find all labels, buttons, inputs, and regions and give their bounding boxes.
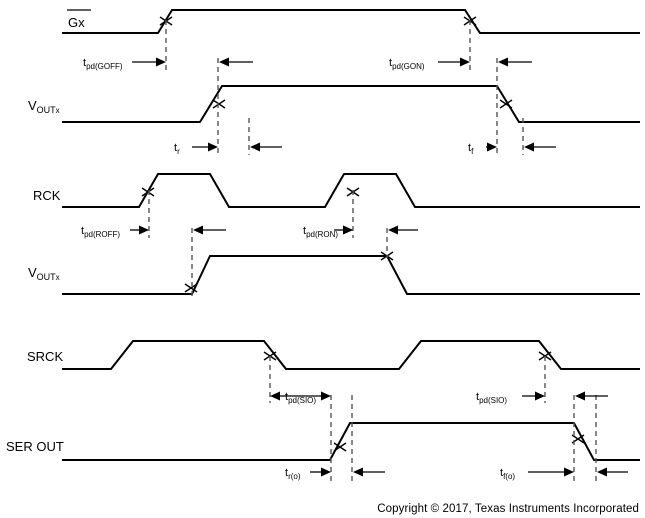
- timing-label-tf-o: tf(o): [500, 467, 515, 481]
- threshold-tick-voutx1-rise-b: [212, 99, 226, 109]
- timing-label-tr-1: tr: [174, 142, 180, 156]
- timing-label-tpd-ron: tpd(RON): [303, 225, 338, 239]
- signal-label-rck: RCK: [33, 188, 61, 203]
- signal-label-voutx-gated-base: V: [28, 98, 37, 113]
- timing-label-tpd-goff: tpd(GOFF): [83, 57, 123, 71]
- measure-tr-1-right: [250, 142, 282, 152]
- signal-label-rck-text: RCK: [33, 188, 61, 203]
- waveform-voutx-gated: [62, 58, 640, 155]
- waveform-ser-out: [62, 395, 640, 484]
- measure-tpd-sio-1: [270, 391, 331, 401]
- timing-label-tpd-gon-sub: pd(GON): [392, 62, 425, 71]
- signal-label-srck-text: SRCK: [27, 349, 63, 364]
- measure-tf-1-right: [524, 142, 556, 152]
- measure-tr-o: [310, 467, 331, 477]
- timing-label-tpd-sio-1: tpd(SIO): [285, 391, 316, 405]
- signal-label-ser-out-text: SER OUT: [6, 439, 64, 454]
- measure-tpd-ron-right: [388, 225, 418, 235]
- measure-tr-1: [192, 142, 218, 152]
- copyright-notice: Copyright © 2017, Texas Instruments Inco…: [377, 503, 639, 515]
- signal-label-srck: SRCK: [27, 349, 63, 364]
- timing-label-tpd-roff: tpd(ROFF): [81, 225, 120, 239]
- signal-label-voutx-gated: VOUTx: [28, 98, 60, 115]
- measure-tpd-ron-left: [334, 225, 353, 235]
- timing-label-tr-o-base: t: [285, 467, 288, 479]
- svg-text:Gx: Gx: [68, 15, 85, 30]
- timing-label-tf-1-sub: f: [471, 147, 474, 156]
- measure-tpd-roff: [130, 225, 149, 235]
- timing-label-tpd-ron-sub: pd(RON): [306, 230, 338, 239]
- timing-label-tf-o-base: t: [500, 467, 503, 479]
- measure-tr-o-right: [353, 467, 385, 477]
- timing-label-tpd-roff-sub: pd(ROFF): [84, 230, 120, 239]
- signal-label-gx: Gx: [67, 9, 91, 30]
- timing-label-tr-o: tr(o): [285, 467, 301, 481]
- timing-label-tr-1-sub: r: [177, 147, 180, 156]
- waveform-voutx-register: [62, 228, 640, 296]
- measure-voutx1-rise-marker: [219, 57, 253, 67]
- measure-tpd-gon: [438, 57, 470, 67]
- measure-tpd-roff-right: [193, 225, 226, 235]
- signal-label-voutx-register: VOUTx: [28, 265, 60, 282]
- measure-tpd-goff: [132, 57, 166, 67]
- timing-label-tpd-sio-2-sub: pd(SIO): [479, 396, 507, 405]
- measure-serout-fall-marker: [575, 391, 608, 401]
- timing-label-tpd-ron-base: t: [303, 225, 306, 237]
- signal-label-voutx-register-base: V: [28, 265, 37, 280]
- timing-label-tf-o-sub: f(o): [503, 472, 515, 481]
- signal-label-gx-text: Gx: [68, 15, 85, 30]
- timing-label-tpd-gon-base: t: [389, 57, 392, 69]
- timing-label-tpd-goff-sub: pd(GOFF): [86, 62, 123, 71]
- timing-label-tpd-goff-base: t: [83, 57, 86, 69]
- threshold-tick-voutx1-fall-b: [499, 99, 513, 109]
- signal-label-voutx-gated-sub: OUT: [37, 105, 57, 115]
- timing-label-tpd-sio-2: tpd(SIO): [476, 391, 507, 405]
- timing-label-tpd-sio-1-sub: pd(SIO): [288, 396, 316, 405]
- threshold-tick-serout-rise-b: [333, 442, 347, 452]
- timing-label-tpd-sio-1-base: t: [285, 391, 288, 403]
- signal-label-ser-out: SER OUT: [6, 439, 64, 454]
- timing-label-tr-o-sub: r(o): [288, 472, 301, 481]
- signal-label-voutx-register-sub: OUT: [37, 272, 57, 282]
- timing-label-tpd-sio-2-base: t: [476, 391, 479, 403]
- signal-label-voutx-gated-sub2: x: [56, 106, 60, 115]
- measure-voutx1-fall-marker: [498, 57, 532, 67]
- timing-label-tf-1-base: t: [468, 142, 471, 154]
- signal-label-voutx-register-sub2: x: [56, 273, 60, 282]
- timing-label-tpd-gon: tpd(GON): [389, 57, 425, 71]
- timing-label-tr-1-base: t: [174, 142, 177, 154]
- measure-tf-o: [528, 467, 574, 477]
- measure-tpd-sio-2: [522, 391, 545, 401]
- waveform-gx: [62, 9, 640, 70]
- waveform-rck: [62, 173, 640, 238]
- measure-tf-1: [486, 142, 497, 152]
- waveform-srck: [62, 340, 640, 403]
- threshold-tick-rck-rise1-b: [141, 187, 155, 197]
- threshold-tick-voutx2-rise-b: [184, 283, 198, 293]
- timing-label-tf-1: tf: [468, 142, 474, 156]
- timing-label-tpd-roff-base: t: [81, 225, 84, 237]
- measure-tf-o-right: [597, 467, 628, 477]
